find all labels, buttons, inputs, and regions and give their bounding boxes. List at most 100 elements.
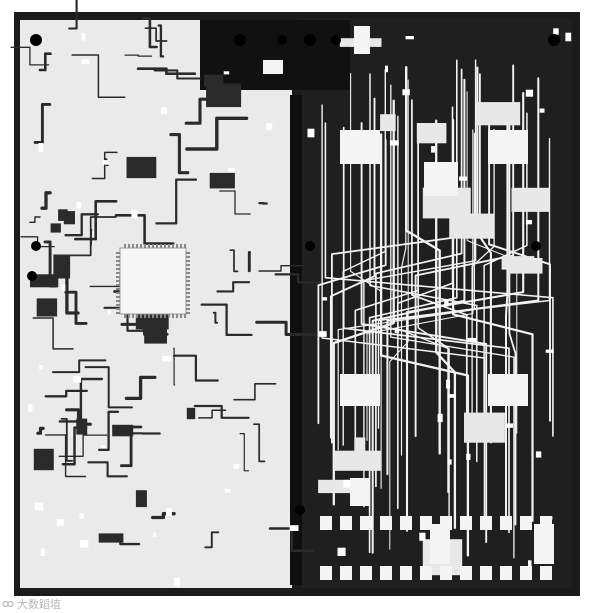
left-trace	[136, 67, 197, 75]
pad-top-right-bar	[354, 26, 370, 54]
smd-pad	[224, 488, 231, 493]
right-copper-block	[380, 114, 396, 132]
left-trace	[255, 320, 317, 336]
mounting-hole	[305, 241, 315, 251]
right-trace	[397, 115, 450, 535]
mcu-pin	[168, 314, 170, 318]
mcu-pins	[116, 244, 190, 318]
mcu-pin	[172, 314, 174, 318]
mcu-pin	[164, 314, 166, 318]
left-trace	[193, 404, 250, 419]
mcu-pin	[124, 314, 126, 318]
center-divider	[290, 95, 302, 585]
smd-pad	[266, 122, 273, 131]
mcu-pin	[140, 244, 142, 248]
right-trace	[466, 91, 518, 434]
smd-pad	[447, 459, 452, 465]
right-copper-block	[354, 437, 366, 456]
left-trace	[274, 273, 322, 284]
left-trace	[258, 265, 304, 272]
pad-top-connector	[263, 60, 283, 74]
right-trace	[324, 122, 554, 437]
left-trace	[91, 151, 118, 180]
smd-pad	[233, 464, 240, 469]
left-trace	[197, 409, 227, 419]
smd-pad	[343, 479, 352, 488]
left-trace	[60, 418, 73, 462]
left-trace	[120, 425, 143, 468]
smd-pad	[446, 379, 451, 389]
mounting-hole	[548, 34, 560, 46]
left-trace	[233, 383, 277, 401]
smd-pad	[535, 451, 542, 458]
mcu-pin	[116, 264, 120, 266]
smd-pad	[102, 160, 109, 165]
bottom-pad-row-1	[420, 516, 432, 530]
left-copper-block	[36, 298, 58, 317]
left-trace	[124, 54, 153, 57]
smd-pad	[107, 309, 111, 315]
right-trace	[505, 120, 509, 518]
bottom-pad-row-1	[520, 516, 532, 530]
mcu-pin	[186, 284, 190, 286]
mcu-pin	[186, 296, 190, 298]
left-trace	[229, 249, 239, 273]
smd-pad	[444, 300, 449, 307]
left-trace	[90, 229, 93, 246]
bottom-pad-row-2	[440, 566, 452, 580]
pad-right-bottom-left	[350, 478, 370, 506]
left-trace	[173, 347, 176, 386]
left-trace-group	[10, 0, 322, 553]
smd-pad	[131, 209, 138, 219]
mcu-pin	[186, 272, 190, 274]
smd-pad	[337, 547, 346, 556]
mounting-hole	[30, 34, 42, 46]
mounting-hole	[27, 271, 37, 281]
ic-right-top-right	[488, 130, 528, 164]
bottom-pad-row-2	[500, 566, 512, 580]
smd-pad	[525, 89, 534, 97]
left-trace	[87, 461, 128, 478]
left-trace	[32, 317, 74, 350]
right-copper-block	[475, 102, 521, 126]
right-trace	[389, 79, 409, 550]
smd-pad	[27, 404, 33, 412]
mcu-pin	[128, 314, 130, 318]
ic-right-mid-right	[488, 374, 528, 406]
smd-pad	[307, 128, 315, 138]
smd-pad	[81, 32, 86, 41]
smd-pad	[76, 202, 82, 209]
mcu-pin	[186, 312, 190, 314]
smd-pad	[73, 376, 81, 383]
left-trace	[64, 290, 88, 325]
left-trace	[155, 178, 198, 225]
left-trace	[10, 46, 50, 66]
mounting-hole	[295, 505, 305, 515]
bottom-pad-row-2	[360, 566, 372, 580]
mcu-pin	[128, 244, 130, 248]
mcu-pin	[116, 268, 120, 270]
smd-pad	[528, 560, 532, 568]
smd-pad	[79, 513, 84, 519]
mcu-pin	[184, 314, 186, 318]
mcu-pin	[186, 252, 190, 254]
mcu-pin	[116, 276, 120, 278]
left-trace	[114, 214, 175, 245]
left-trace	[216, 281, 251, 293]
smd-pad	[419, 532, 426, 541]
left-trace	[172, 354, 219, 382]
smd-pad	[38, 143, 44, 152]
left-trace	[268, 527, 315, 553]
left-copper-block	[76, 418, 88, 435]
left-copper-block	[126, 156, 157, 179]
mounting-hole	[304, 34, 316, 46]
mcu-pin	[186, 264, 190, 266]
mcu-pin	[186, 268, 190, 270]
left-trace	[71, 54, 126, 99]
smd-pad	[389, 140, 399, 146]
bottom-pad-row-1	[500, 516, 512, 530]
right-copper-block	[333, 450, 381, 471]
bottom-pad-row-1	[360, 516, 372, 530]
mcu-pin	[148, 314, 150, 318]
